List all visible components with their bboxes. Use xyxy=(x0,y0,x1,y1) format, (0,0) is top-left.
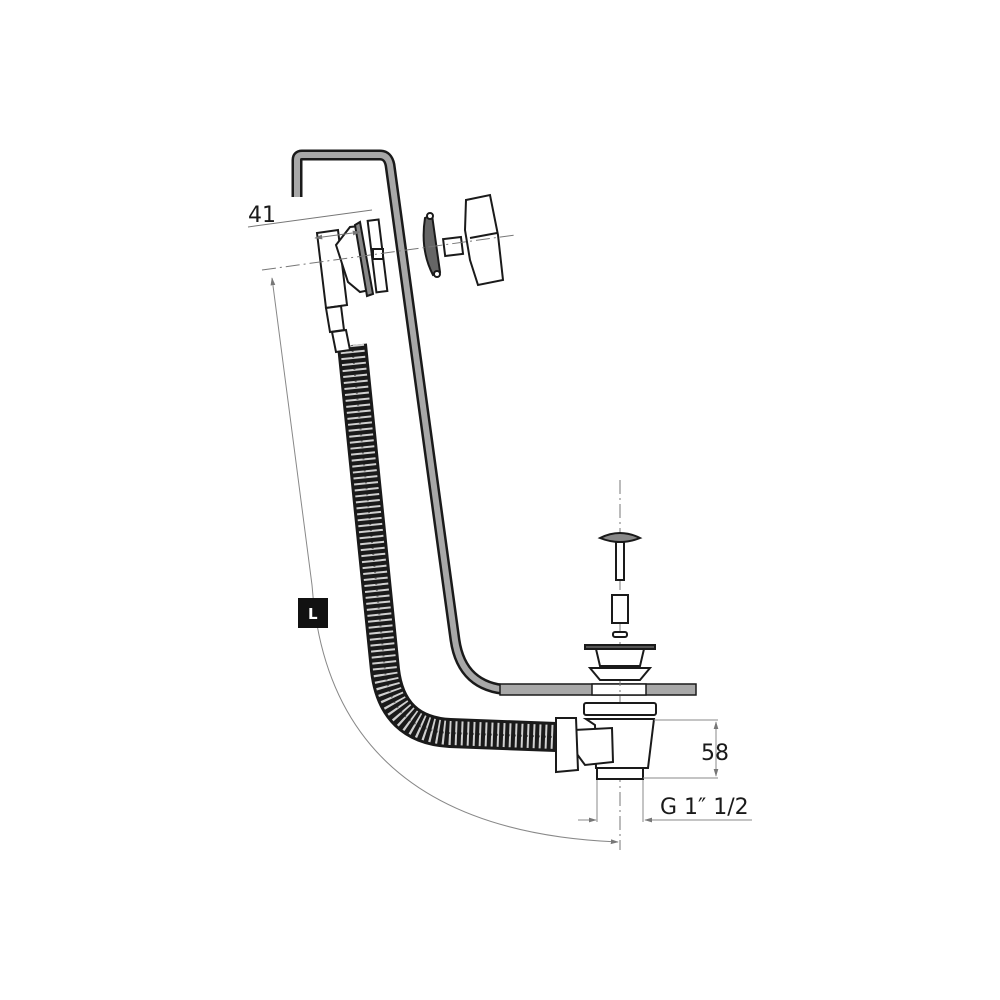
overflow-cover-parts xyxy=(422,193,505,287)
dimension-thread-label: G 1″ 1/2 xyxy=(660,795,749,820)
dimension-58-label: 58 xyxy=(701,741,729,766)
overflow-head xyxy=(315,218,389,354)
dimension-58 xyxy=(643,719,719,779)
length-label: L xyxy=(308,605,318,623)
dimension-thread xyxy=(578,780,752,823)
length-label-box xyxy=(298,598,328,628)
dimension-41-label: 41 xyxy=(248,203,276,228)
tub-floor xyxy=(499,683,697,696)
dimension-41 xyxy=(247,209,373,240)
dimension-length xyxy=(270,277,619,845)
corrugated-hose xyxy=(337,343,557,752)
plug-assembly xyxy=(555,532,657,780)
